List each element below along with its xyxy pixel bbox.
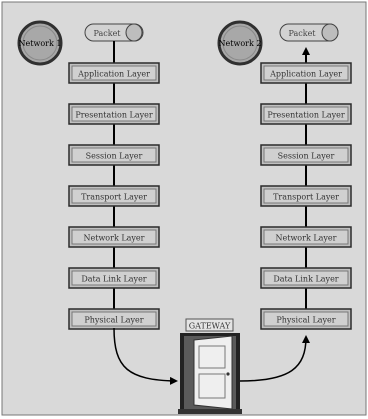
left-layer-label: Application Layer (77, 70, 150, 79)
left-layer-box: Presentation Layer (68, 103, 160, 125)
gateway-label-box (185, 318, 234, 332)
left-layer-box: Physical Layer (68, 308, 160, 330)
network-2-node: Network 2 (217, 20, 263, 66)
left-layer-box: Network Layer (68, 226, 160, 248)
gateway-door-icon (178, 333, 242, 414)
network-2-label: Network 2 (219, 39, 262, 48)
left-layer-label: Session Layer (86, 152, 143, 161)
network-1-node: Network 1 (17, 20, 63, 66)
path-gateway-to-physical (239, 335, 310, 382)
right-layer-box: Transport Layer (260, 185, 352, 207)
right-layer-box: Presentation Layer (260, 103, 352, 125)
packet-left: Packet (84, 23, 144, 42)
right-layer-box: Network Layer (260, 226, 352, 248)
gateway: GATEWAY (178, 318, 242, 414)
right-layer-label: Data Link Layer (273, 275, 338, 284)
network-1-label: Network 1 (19, 39, 62, 48)
left-layer-label: Network Layer (84, 234, 145, 243)
packet-left-label: Packet (93, 29, 121, 38)
packet-right: Packet (279, 23, 339, 42)
gateway-label: GATEWAY (189, 322, 231, 331)
left-layer-box: Data Link Layer (68, 267, 160, 289)
right-layer-label: Network Layer (276, 234, 337, 243)
left-layer-box: Transport Layer (68, 185, 160, 207)
right-layer-label: Physical Layer (276, 316, 335, 325)
left-layer-label: Physical Layer (84, 316, 143, 325)
path-physical-to-gateway (113, 327, 178, 385)
left-layer-box: Application Layer (68, 62, 160, 84)
right-layer-box: Physical Layer (260, 308, 352, 330)
packet-right-label: Packet (288, 29, 316, 38)
right-layer-label: Application Layer (269, 70, 342, 79)
right-layer-box: Application Layer (260, 62, 352, 84)
left-layer-label: Data Link Layer (81, 275, 146, 284)
left-layer-box: Session Layer (68, 144, 160, 166)
left-layer-label: Transport Layer (81, 193, 147, 202)
right-layer-label: Presentation Layer (267, 111, 345, 120)
right-layer-box: Data Link Layer (260, 267, 352, 289)
right-layer-label: Transport Layer (273, 193, 339, 202)
right-layer-box: Session Layer (260, 144, 352, 166)
right-layer-label: Session Layer (278, 152, 335, 161)
left-layer-label: Presentation Layer (75, 111, 153, 120)
